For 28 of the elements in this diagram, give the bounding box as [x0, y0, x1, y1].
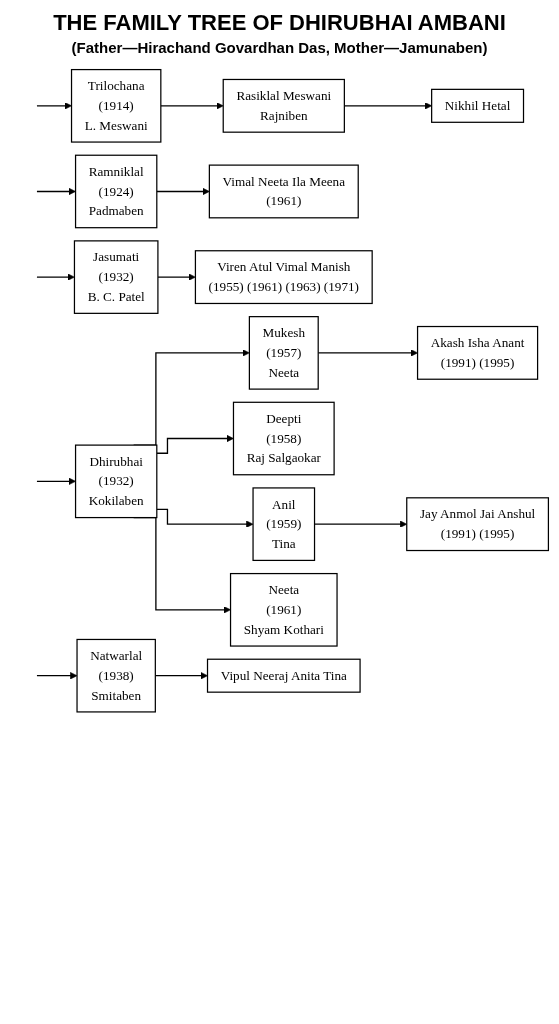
node-box: Akash Isha Anant (1991) (1995) — [416, 326, 539, 381]
arrow — [156, 509, 254, 529]
node-box: Natwarlal (1938) Smitaben — [76, 639, 156, 713]
node-box: Deepti (1958) Raj Salgaokar — [232, 402, 335, 476]
arrow — [36, 188, 76, 196]
node-box: Jay Anmol Jai Anshul (1991) (1995) — [406, 497, 550, 552]
node-box: Ramniklal (1924) Padmaben — [74, 155, 158, 229]
arrow — [156, 188, 210, 196]
node-box: Trilochana (1914) L. Meswani — [70, 69, 162, 144]
arrow — [36, 672, 78, 680]
node-box: Nikhil Hetal — [431, 89, 525, 124]
arrow — [160, 102, 224, 110]
arrow — [36, 102, 72, 110]
arrow — [157, 273, 196, 282]
node-box: Vipul Neeraj Anita Tina — [206, 659, 361, 694]
title: THE FAMILY TREE OF DHIRUBHAI AMBANI — [53, 10, 506, 37]
node-box: Jasumati (1932) B. C. Patel — [73, 240, 159, 315]
arrow — [36, 273, 75, 282]
node-box: Neeta (1961) Shyam Kothari — [229, 573, 338, 648]
subtitle: (Father—Hirachand Govardhan Das, Mother—Jamunaben) — [71, 39, 488, 58]
node-box: Mukesh (1957) Neeta — [248, 316, 319, 391]
arrow — [156, 435, 234, 455]
node-box: Vimal Neeta Ila Meena (1961) — [208, 164, 359, 219]
arrow — [36, 478, 76, 486]
node-box: Viren Atul Vimal Manish (1955) (1961) (1963) (1971) — [194, 250, 373, 305]
node-box: Rasiklal Meswani Rajniben — [222, 79, 345, 134]
node-box: Anil (1959) Tina — [252, 487, 316, 562]
node-box: Dhirubhai (1932) Kokilaben — [74, 444, 158, 519]
